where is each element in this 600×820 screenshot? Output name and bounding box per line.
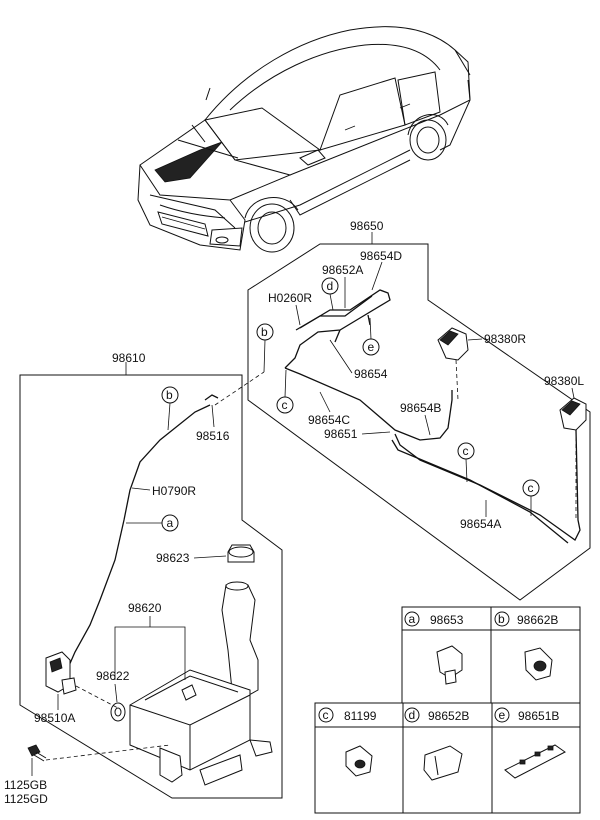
label-98510A: 98510A [34,711,75,725]
parts-legend [314,606,581,814]
car-illustration [137,26,471,253]
svg-text:b: b [166,388,173,402]
washer-reservoir-tank [129,581,273,786]
label-98620: 98620 [128,601,162,615]
svg-text:c: c [528,481,534,495]
callout-c-1: c [276,369,294,414]
label-98610: 98610 [112,351,146,365]
legend-part-c: 81199 [344,709,377,723]
label-98650: 98650 [350,219,384,233]
label-H0260R: H0260R [268,291,312,305]
svg-text:d: d [409,708,416,722]
legend-cell-c: c 81199 [318,707,377,777]
label-98654: 98654 [354,367,388,381]
legend-part-e: 98651B [518,709,559,723]
label-1125GD: 1125GD [4,792,48,806]
grommet [110,702,126,722]
label-1125GB: 1125GB [4,778,47,792]
svg-text:e: e [368,340,375,354]
legend-part-b: 98662B [517,613,558,627]
svg-text:c: c [463,444,469,458]
callout-c-2: c [457,442,475,483]
svg-text:a: a [409,612,416,626]
reservoir-assembly-outline [19,362,283,799]
legend-cell-d: d 98652B [404,707,469,781]
label-98622: 98622 [96,669,130,683]
rear-hose-lines [284,289,581,544]
svg-text:c: c [323,708,329,722]
label-98380L: 98380L [544,374,584,388]
label-98652A: 98652A [322,263,363,277]
washer-pump [45,651,77,695]
reservoir-cap [227,544,255,563]
callout-e: e [362,317,380,356]
callout-d: d [321,277,339,311]
svg-text:e: e [499,708,506,722]
callout-a: a [126,514,179,532]
label-98654C: 98654C [308,413,350,427]
svg-text:d: d [327,279,334,293]
label-98654A: 98654A [460,517,501,531]
legend-cell-e: e 98651B [494,707,566,779]
svg-text:a: a [167,516,174,530]
nozzle-98380L [559,397,587,520]
hose-assembly-outline [247,232,591,601]
svg-text:b: b [261,325,268,339]
callout-b-upper: b [256,323,274,373]
svg-text:c: c [282,398,288,412]
label-98623: 98623 [156,551,190,565]
label-98516: 98516 [196,429,230,443]
svg-text:b: b [498,612,505,626]
legend-part-d: 98652B [428,709,469,723]
front-hose-line [67,394,219,680]
mounting-bolt [27,744,47,762]
label-98654B: 98654B [400,401,441,415]
callout-b-lower: b [161,386,179,431]
legend-part-a: 98653 [430,613,464,627]
legend-cell-b: b 98662B [494,611,558,681]
label-98654D: 98654D [360,249,402,263]
label-98380R: 98380R [484,332,526,346]
label-H0790R: H0790R [152,484,196,498]
callout-c-3: c [522,479,540,516]
label-98651: 98651 [324,427,358,441]
legend-cell-a: a 98653 [404,611,464,685]
nozzle-98380R [437,327,469,401]
